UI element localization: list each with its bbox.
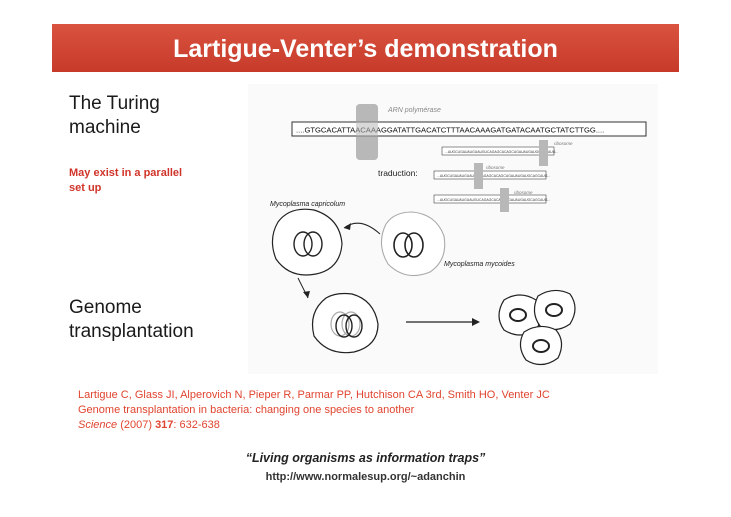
mycoides-genome-right [404, 232, 424, 258]
mrna-text-1: ...AUGCUGAUAUGUAUGUCAGAGCACAGCUGAUAUGAUG… [445, 150, 558, 154]
source-url[interactable]: http://www.normalesup.org/~adanchin [265, 471, 466, 483]
mycoides-cell [380, 211, 446, 277]
turing-heading: The Turing machine [69, 92, 160, 140]
reference-title: Genome transplantation in bacteria: chan… [78, 404, 415, 416]
dna-box [291, 121, 647, 137]
mrna-strand-1 [441, 146, 555, 156]
capricolum-genome-left [293, 231, 313, 257]
reference: Lartigue C, Glass JI, Alperovich N, Piep… [78, 388, 550, 433]
daughter-genome-2 [545, 303, 563, 317]
daughter-cell-2 [533, 289, 576, 331]
ribosome-label-1: ribosome [554, 141, 573, 146]
ribosome-3 [500, 188, 509, 212]
figure-svg: ARN polymérase ....GTGCACATTAACAAAGGATAT… [270, 104, 647, 366]
ribosome-1 [539, 140, 548, 166]
new-genome-left [335, 314, 353, 338]
reference-year: (2007) [117, 419, 156, 431]
quote: “Living organisms as information traps” [245, 451, 486, 465]
transplanted-cell [311, 292, 379, 354]
capricolum-genome-right [303, 231, 323, 257]
reference-journal: Science [78, 419, 118, 431]
genome-line-2: transplantation [69, 321, 194, 342]
transplantation-figure: ARN polymérase ....GTGCACATTAACAAAGGATAT… [248, 84, 658, 374]
ribosome-2 [474, 163, 483, 189]
reference-authors: Lartigue C, Glass JI, Alperovich N, Piep… [78, 389, 550, 401]
note-line-1: May exist in a parallel [69, 167, 183, 179]
daughter-genome-1 [509, 308, 527, 322]
mrna-text-2: ...AUGCUGAUAUGUAUGUCAGAGCACAGCUGAUAUGAUG… [437, 174, 550, 178]
capricolum-cell [271, 208, 343, 276]
turing-line-2: machine [69, 117, 141, 138]
polymerase-overlay [356, 104, 378, 160]
mrna-strand-3 [433, 194, 547, 204]
transfer-arrowhead [344, 223, 351, 230]
dna-sequence: ....GTGCACATTAACAAAGGATATTGACATCTTTAACAA… [296, 126, 604, 135]
capricolum-label: Mycoplasma capricolum [270, 201, 345, 208]
down-arrowhead [303, 291, 310, 298]
new-genome-right [345, 314, 363, 338]
note-line-2: set up [69, 182, 102, 194]
turing-line-1: The Turing [69, 93, 160, 114]
slide-title: Lartigue-Venter’s demonstration [173, 35, 558, 63]
mrna-text-3: ...AUGCUGAUAUGUAUGUCAGAGCACAGCUGAUAUGAUG… [437, 198, 550, 202]
genome-line-1: Genome [69, 297, 142, 318]
ribosome-label-3: ribosome [514, 190, 533, 195]
daughter-genome-3 [532, 339, 550, 353]
arn-label: ARN polymérase [387, 107, 441, 114]
parallel-note: May exist in a parallel set up [69, 166, 219, 196]
reference-pages: : 632-638 [173, 419, 220, 431]
title-bar [52, 24, 679, 72]
slide: Lartigue-Venter’s demonstration The Turi… [52, 24, 679, 490]
reference-volume: 317 [155, 419, 174, 431]
traduction-label: traduction: [378, 168, 418, 178]
mrna-strand-2 [433, 170, 547, 180]
daughter-cell-3 [519, 325, 563, 366]
ribosome-label-2: ribosome [486, 165, 505, 170]
reference-citation: Science (2007) 317: 632-638 [78, 418, 550, 433]
mycoides-label: Mycoplasma mycoides [444, 261, 515, 268]
genome-heading: Genome transplantation [69, 296, 194, 344]
result-arrowhead [472, 318, 480, 326]
mycoides-genome-left [393, 232, 413, 258]
